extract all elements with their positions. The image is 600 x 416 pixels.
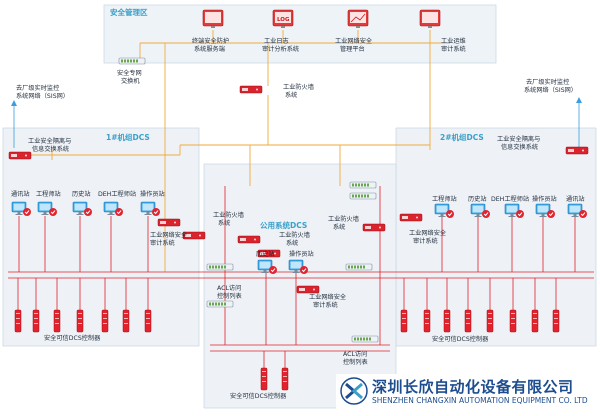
left-firewall: 工业防火墙 系统 (157, 211, 244, 227)
left-station-2: 工程师站 (36, 190, 61, 198)
server-2-line1: 工业日志 (264, 37, 289, 45)
controller-right-label: 安全可信DCS控制器 (432, 335, 489, 343)
common-firewall: 工业防火墙 系统 (237, 231, 310, 258)
red-buses (8, 186, 594, 372)
isolation-right-line2: 信息交换系统 (501, 143, 538, 151)
common-hist-label: 历史站 (256, 250, 275, 258)
top-server-log: LOG 工业日志 审计分析系统 (262, 9, 299, 53)
central-firewall: 工业防火墙 系统 (239, 83, 314, 99)
right-station-1: 工程师站 (432, 195, 457, 203)
acl2-line1: ACL访问 (343, 350, 367, 358)
right-audit-line1: 工业网络安全 (409, 229, 447, 237)
brand-name-en: SHENZHEN CHANGXIN AUTOMATION EQUIPMENT C… (372, 396, 588, 405)
acl1-line1: ACL访问 (217, 284, 241, 292)
common-fw-line1: 工业防火墙 (279, 231, 310, 239)
central-fw-line1: 工业防火墙 (283, 83, 314, 91)
log-badge: LOG (277, 17, 290, 23)
sis-right-line1: 去厂级实时监控 (526, 78, 569, 86)
right-station-5: 通讯站 (566, 195, 585, 203)
management-lines (31, 30, 450, 272)
security-switch: 安全专网 交换机 (117, 57, 146, 85)
server-1-line1: 终端安全防护 (192, 37, 229, 45)
left-station-1: 通讯站 (11, 190, 30, 198)
top-server-terminal: 终端安全防护 系统服务端 (192, 9, 229, 53)
common-title: 公用系统DCS (260, 220, 307, 230)
right-station-3: DEH工程师站 (491, 195, 529, 203)
unit1-title: 1#机组DCS (106, 132, 150, 142)
acl1-line2: 控制列表 (217, 292, 242, 300)
server-3-line2: 管理平台 (340, 45, 365, 53)
common-audit-line2: 审计系统 (313, 301, 338, 309)
right-fw-line1: 工业防火墙 (328, 215, 359, 223)
top-server-ops: 工业运维 审计系统 (419, 9, 466, 53)
left-audit-line1: 工业网络安全 (150, 231, 188, 239)
unit2-title: 2#机组DCS (440, 132, 484, 142)
left-audit: 工业网络安全 审计系统 (150, 231, 206, 247)
common-fw-line2: 系统 (286, 239, 298, 247)
switch-line2: 交换机 (121, 77, 140, 85)
controller-left-label: 安全可信DCS控制器 (44, 334, 101, 342)
left-audit-line2: 审计系统 (150, 239, 175, 247)
server-4-line1: 工业运维 (441, 37, 466, 45)
top-server-platform: 工业网络安全 管理平台 (335, 9, 373, 53)
controller-common-label: 安全可信DCS控制器 (230, 392, 287, 400)
left-station-5: 操作员站 (140, 190, 165, 198)
isolation-left: 工业安全隔离与 信息交换系统 (8, 137, 71, 160)
unit2-zone (395, 127, 597, 347)
brand-footer: 深圳长欣自动化设备有限公司 SHENZHEN CHANGXIN AUTOMATI… (336, 374, 600, 412)
isolation-left-line2: 信息交换系统 (32, 145, 69, 153)
common-stations: 历史站 操作员站 (256, 250, 314, 275)
acl2-line2: 控制列表 (343, 358, 368, 366)
isolation-right: 工业安全隔离与 信息交换系统 (497, 135, 589, 155)
common-audit: 工业网络安全 审计系统 (296, 285, 347, 309)
right-audit: 工业网络安全 审计系统 (399, 213, 447, 245)
central-fw-line2: 系统 (285, 91, 297, 99)
left-station-3: 历史站 (72, 190, 91, 198)
right-firewall: 工业防火墙 系统 (328, 215, 386, 232)
company-logo-icon (340, 377, 368, 405)
isolation-left-line1: 工业安全隔离与 (28, 137, 71, 145)
right-fw-line2: 系统 (333, 223, 345, 231)
isolation-right-line1: 工业安全隔离与 (497, 135, 540, 143)
brand-name-cn: 深圳长欣自动化设备有限公司 (372, 378, 574, 396)
server-1-line2: 系统服务端 (194, 45, 225, 53)
switch-line1: 安全专网 (117, 69, 142, 77)
left-stations: 通讯站 工程师站 历史站 DEH工程师站 操作员站 (11, 190, 165, 217)
server-2-line2: 审计分析系统 (262, 45, 299, 53)
sis-left-line1: 去厂级实时监控 (16, 84, 59, 92)
server-4-line2: 审计系统 (441, 45, 466, 53)
left-station-4: DEH工程师站 (98, 190, 136, 198)
sis-left-line2: 系统网络（SIS网） (16, 92, 69, 100)
server-3-line1: 工业网络安全 (335, 37, 373, 45)
sis-lines (11, 97, 582, 148)
right-stations: 工程师站 历史站 DEH工程师站 操作员站 通讯站 (432, 195, 588, 219)
common-op-label: 操作员站 (289, 250, 314, 258)
common-audit-line1: 工业网络安全 (309, 293, 347, 301)
security-zone-title: 安全管理区 (110, 7, 148, 17)
right-station-4: 操作员站 (532, 195, 557, 203)
right-station-2: 历史站 (468, 195, 487, 203)
left-fw-line2: 系统 (218, 219, 230, 227)
sis-right-line2: 系统网络（SIS网） (524, 86, 577, 94)
right-audit-line2: 审计系统 (413, 237, 438, 245)
left-fw-line1: 工业防火墙 (213, 211, 244, 219)
